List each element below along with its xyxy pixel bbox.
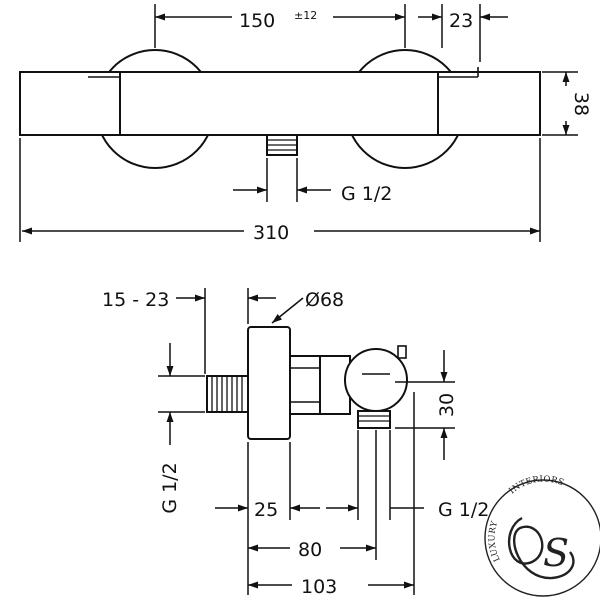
rosette-plate bbox=[247, 326, 291, 440]
dim-outlet-thread-side: G 1/2 bbox=[438, 499, 489, 521]
side-outlet bbox=[357, 410, 391, 429]
dim-height: 38 bbox=[570, 92, 592, 116]
logo-swirl-icon bbox=[507, 516, 575, 580]
dim-25: 25 bbox=[254, 499, 278, 521]
top-view bbox=[19, 49, 541, 169]
side-dimensions bbox=[158, 288, 455, 595]
dim-rosette-diameter: Ø68 bbox=[305, 289, 344, 311]
dim-overall-length: 310 bbox=[253, 222, 289, 244]
dim-right-offset: 23 bbox=[449, 10, 473, 32]
dim-outlet-thread-top: G 1/2 bbox=[341, 183, 392, 205]
mixer-body bbox=[19, 71, 541, 136]
dim-outlet-height: 30 bbox=[436, 393, 458, 417]
dim-inlet-thread: G 1/2 bbox=[159, 462, 181, 513]
dim-center-spacing: 150 bbox=[239, 10, 275, 32]
dim-center-tolerance: ±12 bbox=[294, 9, 317, 22]
side-view bbox=[206, 326, 408, 440]
luxury-interiors-logo: LUXURY INTERIORS S bbox=[484, 474, 600, 597]
dim-eccentric-range: 15 - 23 bbox=[102, 289, 169, 311]
dim-80: 80 bbox=[298, 539, 322, 561]
top-dimensions bbox=[19, 4, 578, 242]
logo-monogram: S bbox=[543, 531, 569, 575]
dim-103: 103 bbox=[301, 576, 337, 598]
hex-nut bbox=[289, 355, 321, 415]
